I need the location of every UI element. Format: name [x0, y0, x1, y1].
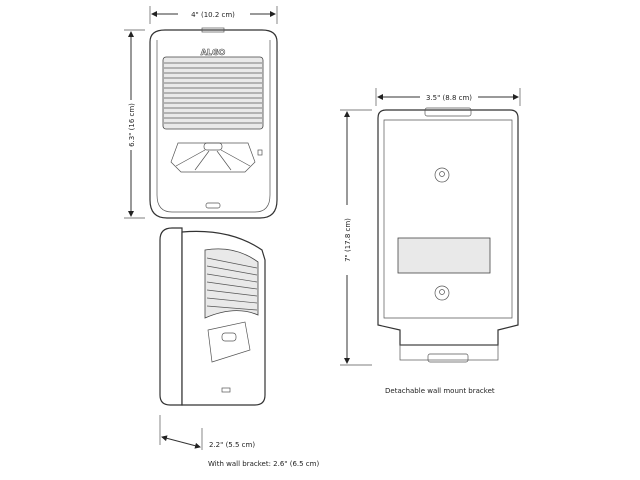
keyhole-top: [434, 167, 450, 183]
algo-logo: ALGO: [201, 48, 226, 57]
bracket-width-label: 3.5" (8.8 cm): [426, 94, 472, 102]
front-view: 4" (10.2 cm) 6.3" (16 cm) ALGO: [124, 6, 278, 219]
bracket-label-area: [397, 237, 491, 274]
speaker-grille: [162, 56, 264, 130]
depth-label: 2.2" (5.5 cm): [209, 441, 255, 449]
bracket-body: [377, 109, 519, 346]
bracket-height-label: 7" (17.8 cm): [344, 218, 352, 262]
keyhole-bottom: [434, 285, 450, 301]
strobe-lens: [203, 142, 223, 151]
front-width-label: 4" (10.2 cm): [191, 11, 235, 19]
bracket-caption: Detachable wall mount bracket: [385, 387, 495, 395]
side-view: 2.2" (5.5 cm) With wall bracket: 2.6" (6…: [159, 227, 319, 468]
bracket-depth-label: With wall bracket: 2.6" (6.5 cm): [208, 460, 319, 468]
light-panel: [170, 142, 256, 173]
front-height-label: 6.3" (16 cm): [128, 103, 136, 147]
wall-bracket-view: 3.5" (8.8 cm) 7" (17.8 cm) Detachable wa…: [340, 88, 521, 395]
